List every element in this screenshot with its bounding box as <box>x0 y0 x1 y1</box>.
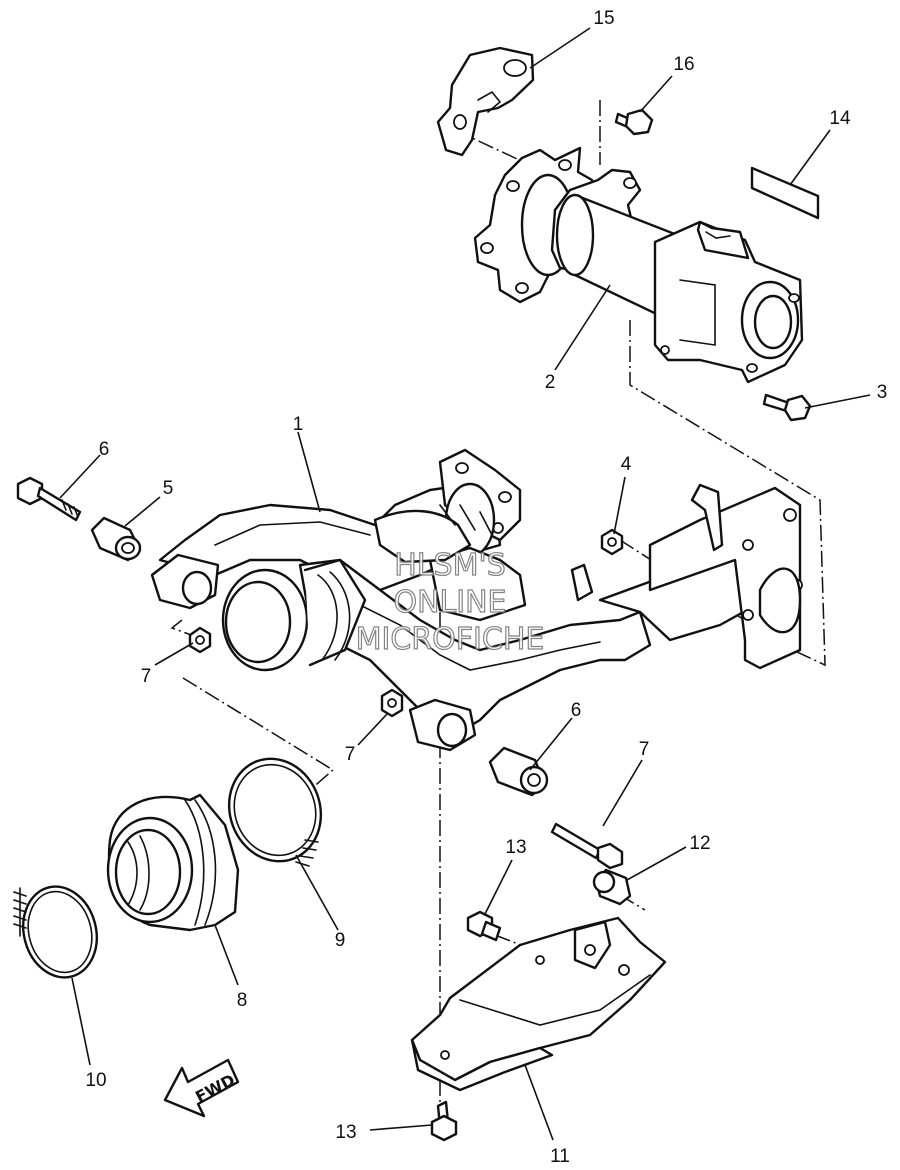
label-part-14 <box>750 166 820 220</box>
callout-11: 11 <box>550 1146 570 1167</box>
bolt-part-3 <box>762 393 812 422</box>
callout-5-right: 6 <box>571 700 582 721</box>
watermark: HLSM'S ONLINE MICROFICHE <box>355 547 545 657</box>
clamp-part-9 <box>227 757 323 867</box>
clamp-part-10 <box>13 885 98 979</box>
callout-9: 9 <box>335 930 346 951</box>
axle-housing-part-2 <box>473 146 804 384</box>
bolt-part-16 <box>614 108 654 136</box>
callout-16: 16 <box>673 54 694 75</box>
callout-labels: 15 16 14 2 3 1 6 5 4 7 7 6 7 12 13 9 8 1… <box>85 8 887 1167</box>
bushing-part-5-right <box>488 746 549 797</box>
nut-part-7-center <box>380 688 404 718</box>
bolt-part-13-lower <box>430 1100 458 1142</box>
swingarm-part-1 <box>150 448 803 752</box>
watermark-line-1: HLSM'S <box>394 548 506 583</box>
callout-6-right: 7 <box>639 739 650 760</box>
callout-4: 4 <box>621 454 632 475</box>
callout-13-upper: 13 <box>505 837 526 858</box>
callout-8: 8 <box>237 990 248 1011</box>
skid-plate-part-11 <box>410 916 667 1092</box>
callout-7-center: 7 <box>345 744 356 765</box>
callout-15: 15 <box>593 8 614 29</box>
callout-5-left: 5 <box>163 478 174 499</box>
bracket-part-15 <box>436 46 535 157</box>
callout-6-left: 6 <box>99 439 110 460</box>
boot-part-8 <box>106 793 240 932</box>
nut-part-7-left <box>188 626 212 654</box>
callout-14: 14 <box>829 108 851 129</box>
callout-7-left: 7 <box>141 666 152 687</box>
nut-part-4 <box>600 528 624 556</box>
collar-part-12 <box>592 868 632 906</box>
callout-13-lower: 13 <box>335 1122 356 1143</box>
callout-12: 12 <box>689 833 710 854</box>
watermark-line-3: MICROFICHE <box>356 622 545 657</box>
bolt-part-6-left <box>16 476 82 522</box>
bushing-part-5-left <box>90 516 142 562</box>
callout-10: 10 <box>85 1070 106 1091</box>
bolt-part-6-right <box>550 822 624 870</box>
callout-2: 2 <box>545 372 556 393</box>
watermark-line-2: ONLINE <box>393 585 506 620</box>
bolt-part-13-upper <box>466 910 502 942</box>
leader-lines <box>59 27 871 1141</box>
callout-1: 1 <box>293 414 304 435</box>
callout-3: 3 <box>877 382 888 403</box>
fwd-arrow-icon: FWD <box>163 1058 240 1118</box>
